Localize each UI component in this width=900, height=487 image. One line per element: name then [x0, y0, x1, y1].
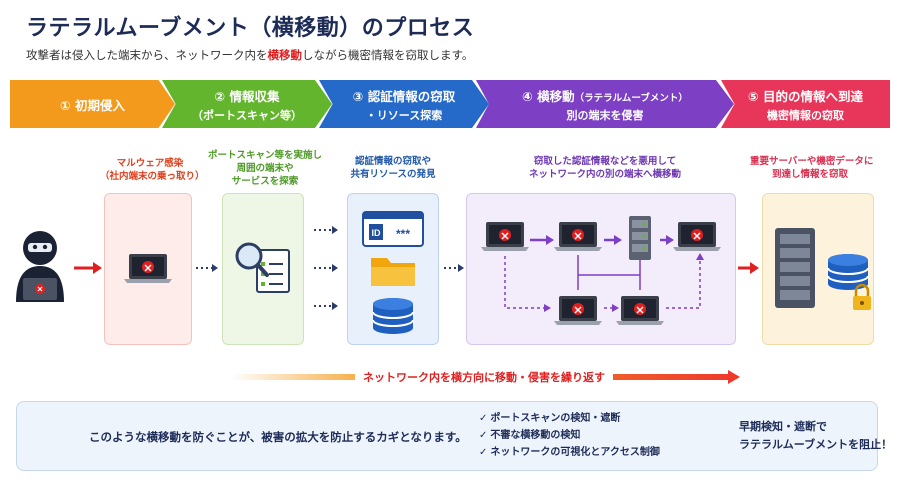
- infected-laptop-icon: [480, 221, 530, 252]
- infected-laptop-icon: [672, 221, 722, 252]
- caption-stage-4: 窃取した認証情報などを悪用してネットワーク内の別の端末へ横移動: [490, 156, 720, 182]
- step-label: ④ 横移動（ラテラルムーブメント）: [522, 86, 688, 105]
- step-label: ③ 認証情報の窃取: [352, 88, 456, 104]
- magnifier-document-icon: [235, 242, 290, 293]
- page-subtitle: 攻撃者は侵入した端末から、ネットワーク内を横移動しながら機密情報を窃取します。: [26, 47, 473, 63]
- result-line: ラテラルムーブメントを阻止！: [739, 438, 893, 451]
- prevention-checklist: ✓ポートスキャンの検知・遮断 ✓不審な横移動の検知 ✓ネットワークの可視化とアク…: [479, 410, 660, 461]
- dotted-arrow: [314, 226, 338, 310]
- check-icon: ✓: [479, 413, 488, 424]
- infected-laptop-icon: [123, 253, 173, 284]
- caption-stage-2: ポートスキャン等を実施し周囲の端末やサービスを探索: [205, 150, 325, 188]
- dotted-arrow: [196, 264, 218, 272]
- caption-line: 周囲の端末や: [236, 162, 294, 174]
- step-label-small: （ラテラルムーブメント）: [574, 92, 688, 104]
- caption-line: 窃取した認証情報などを悪用して: [533, 156, 677, 167]
- caption-line: 共有リソースの発見: [350, 168, 436, 180]
- caption-line: ネットワーク内の別の端末へ横移動: [528, 168, 681, 180]
- step-label: ② 情報収集: [214, 88, 280, 104]
- checklist-text: ポートスキャンの検知・遮断: [490, 413, 621, 424]
- step-label: ① 初期侵入: [60, 97, 125, 113]
- checklist-item: ✓ポートスキャンの検知・遮断: [479, 410, 660, 427]
- id-card-label: ID: [372, 228, 382, 238]
- server-icon: [629, 216, 651, 260]
- prevention-box: このような横移動を防ぐことが、被害の拡大を防止するカギとなります。 ✓ポートスキ…: [16, 401, 892, 471]
- step-sublabel: ・リソース探索: [365, 108, 443, 122]
- step-label-main: ④ 横移動: [522, 88, 575, 104]
- page-title: ラテラルムーブメント（横移動）のプロセス: [26, 16, 475, 41]
- step-sublabel: 機密情報の窃取: [767, 108, 844, 122]
- result-line: 早期検知・遮断で: [739, 420, 827, 433]
- step-sublabel: 別の端末を侵害: [566, 108, 644, 122]
- step-credential-theft: ③ 認証情報の窃取 ・リソース探索: [319, 80, 489, 128]
- id-card-mask: ***: [396, 227, 410, 241]
- checklist-text: ネットワークの可視化とアクセス制御: [490, 447, 660, 458]
- infected-laptop-icon: [615, 295, 665, 326]
- banner-arrow-head: [728, 370, 740, 384]
- database-icon: [372, 297, 414, 335]
- caption-line: 認証情報の窃取や: [354, 156, 431, 167]
- arrow-right-icon: [738, 262, 759, 274]
- step-sublabel: （ポートスキャン等）: [192, 108, 302, 122]
- checklist-item: ✓不審な横移動の検知: [479, 427, 660, 444]
- check-icon: ✓: [479, 430, 488, 441]
- panel-stage-4: [466, 193, 736, 345]
- subtitle-text-post: しながら機密情報を窃取します。: [302, 48, 474, 62]
- caption-line: 到達し情報を窃取: [771, 168, 848, 180]
- lateral-network: [504, 235, 704, 312]
- check-icon: ✓: [479, 447, 488, 458]
- caption-line: （社内端末の乗っ取り）: [100, 170, 205, 182]
- step-goal-reached: ⑤ 目的の情報へ到達 機密情報の窃取: [721, 80, 890, 128]
- caption-line: マルウェア感染: [116, 158, 184, 169]
- caption-stage-5: 重要サーバーや機密データに到達し情報を窃取: [750, 156, 874, 182]
- subtitle-text-pre: 攻撃者は侵入した端末から、ネットワーク内を: [26, 48, 268, 62]
- caption-line: ポートスキャン等を実施し: [207, 150, 322, 161]
- id-card-icon: ID ***: [362, 211, 424, 247]
- hacker-icon: [16, 231, 64, 302]
- prevention-message: このような横移動を防ぐことが、被害の拡大を防止するカギとなります。: [89, 430, 467, 444]
- subtitle-highlight: 横移動: [267, 48, 303, 62]
- caption-line: サービスを探索: [231, 175, 299, 187]
- checklist-text: 不審な横移動の検知: [490, 430, 581, 441]
- process-steps: ① 初期侵入 ② 情報収集 （ポートスキャン等） ③ 認証情報の窃取 ・リソース…: [10, 80, 890, 128]
- caption-stage-3: 認証情報の窃取や共有リソースの発見: [338, 156, 448, 182]
- checklist-item: ✓ネットワークの可視化とアクセス制御: [479, 444, 660, 461]
- step-initial-intrusion: ① 初期侵入: [10, 80, 175, 128]
- lateral-banner: ネットワーク内を横方向に移動・侵害を繰り返す: [230, 369, 740, 387]
- step-label: ⑤ 目的の情報へ到達: [748, 88, 863, 104]
- step-info-gathering: ② 情報収集 （ポートスキャン等）: [162, 80, 332, 128]
- result-text: 早期検知・遮断で ラテラルムーブメントを阻止！: [739, 418, 892, 454]
- infected-laptop-icon: [553, 295, 603, 326]
- arrow-right-icon: [74, 262, 102, 274]
- infected-laptop-icon: [553, 221, 603, 252]
- step-lateral-movement: ④ 横移動（ラテラルムーブメント） 別の端末を侵害: [476, 80, 734, 128]
- caption-stage-1: マルウェア感染（社内端末の乗っ取り）: [100, 158, 205, 184]
- lock-icon: [853, 283, 871, 310]
- folder-icon: [371, 258, 415, 286]
- caption-line: 重要サーバーや機密データに: [750, 156, 874, 167]
- banner-text: ネットワーク内を横方向に移動・侵害を繰り返す: [355, 369, 613, 385]
- server-icon: [775, 228, 815, 308]
- dotted-arrow: [444, 264, 464, 272]
